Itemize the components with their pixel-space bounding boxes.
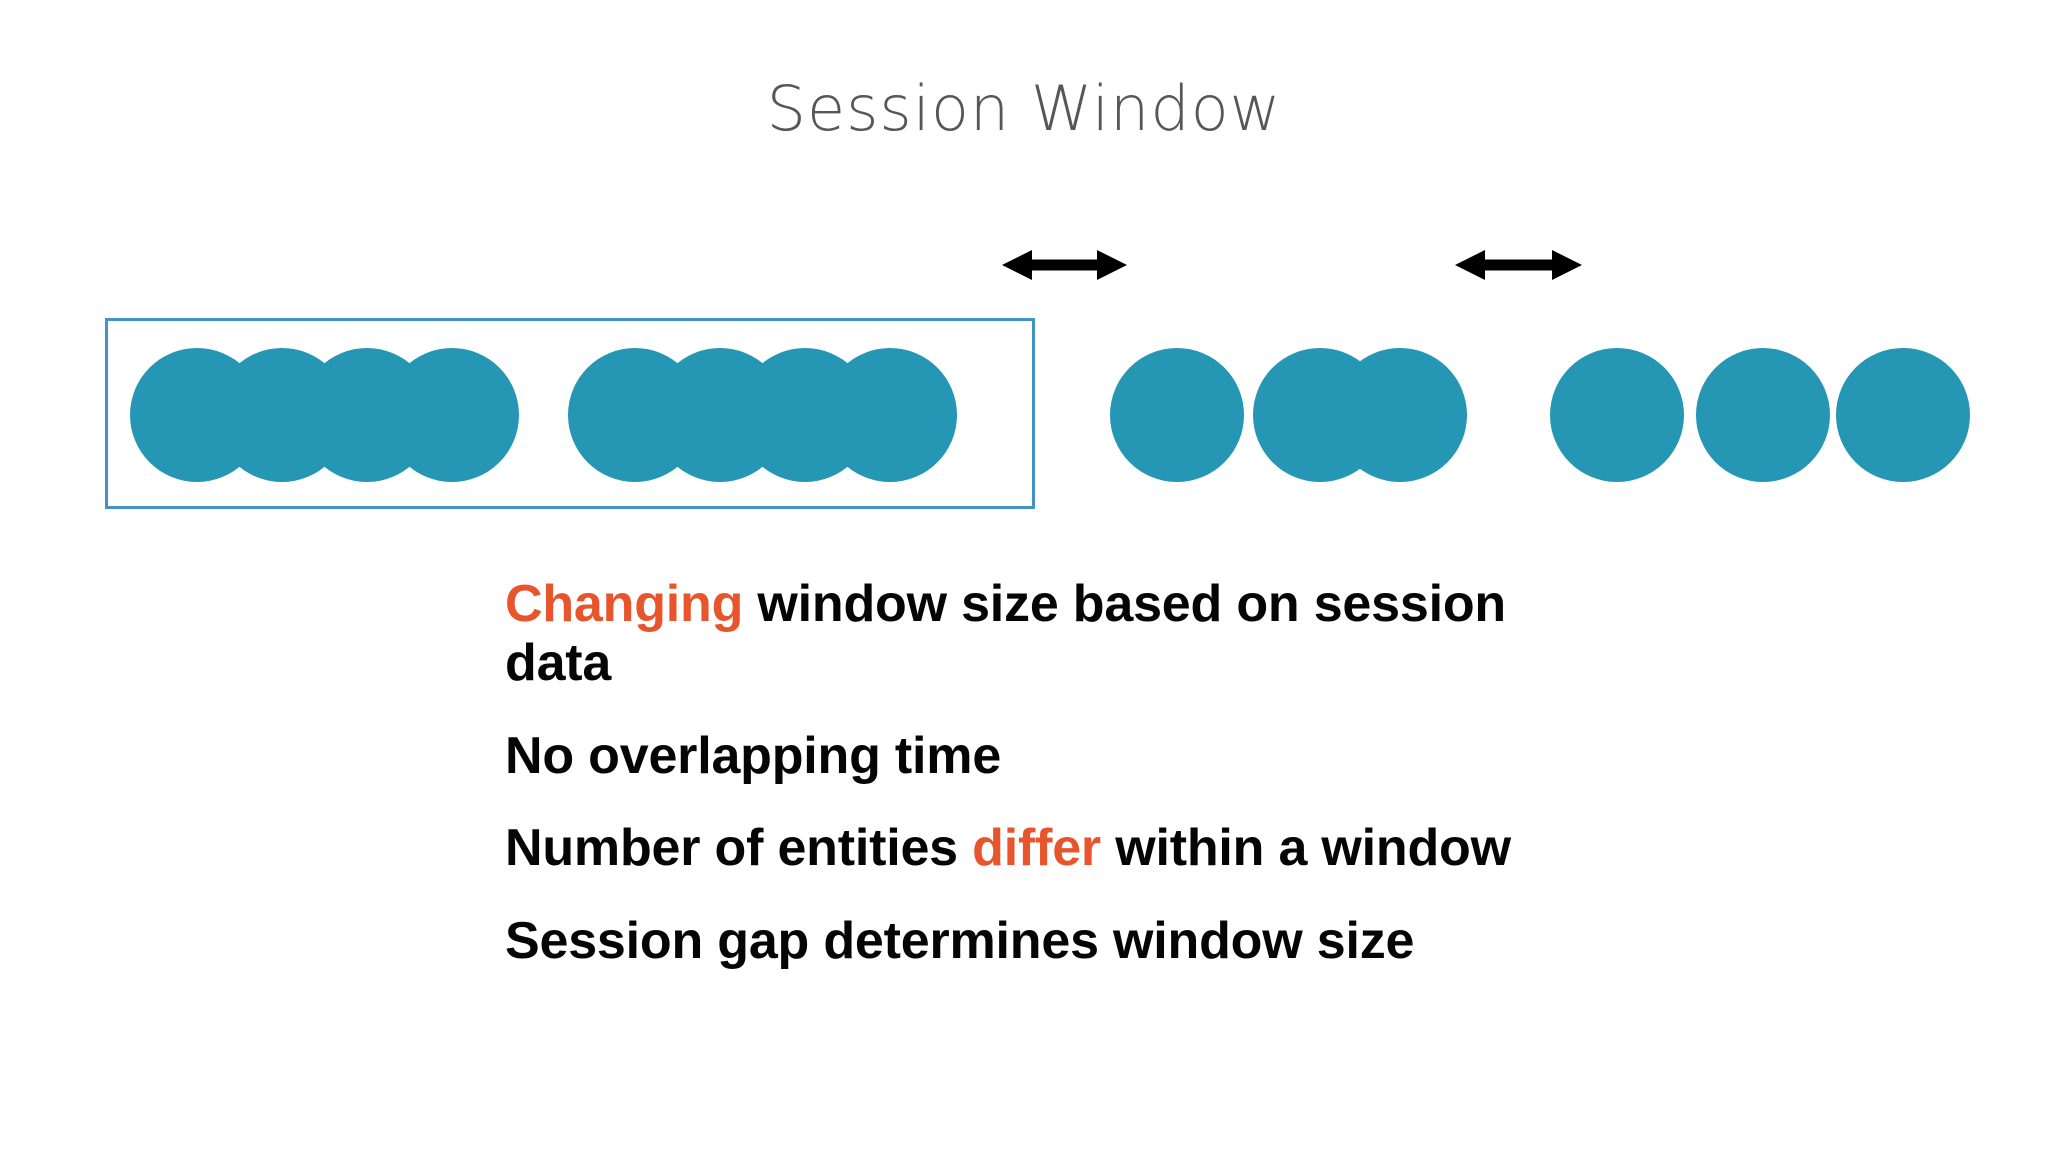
- highlighted-text: differ: [972, 819, 1101, 878]
- event-circle: [1110, 348, 1244, 482]
- event-circle: [1696, 348, 1830, 482]
- event-circle: [823, 348, 957, 482]
- bullet-number-of-entities-differ: Number of entities differ within a windo…: [505, 819, 1625, 878]
- event-circle: [1333, 348, 1467, 482]
- bullet-text: Number of entities: [505, 819, 973, 878]
- bullet-text: Session gap determines window size: [505, 912, 1415, 970]
- bullet-changing-window-size: Changing window size based on session da…: [505, 575, 1625, 693]
- bullet-text: window size based on session data: [505, 575, 1506, 692]
- session-gap-arrow-2: [1455, 242, 1582, 288]
- session-window-boundary: [105, 318, 1035, 509]
- session-gap-arrow-1: [1002, 242, 1127, 288]
- bullet-text: within a window: [1100, 819, 1511, 878]
- bullet-session-gap: Session gap determines window size: [505, 912, 1625, 971]
- bullet-no-overlapping-time: No overlapping time: [505, 727, 1625, 786]
- bullet-list: Changing window size based on session da…: [505, 575, 1625, 971]
- highlighted-text: Changing: [505, 575, 744, 633]
- event-circle: [385, 348, 519, 482]
- session-window-diagram: [0, 0, 2048, 560]
- event-circle: [1836, 348, 1970, 482]
- event-circle: [1550, 348, 1684, 482]
- bullet-text: No overlapping time: [505, 726, 1002, 785]
- page-title: Session Window: [766, 72, 1282, 145]
